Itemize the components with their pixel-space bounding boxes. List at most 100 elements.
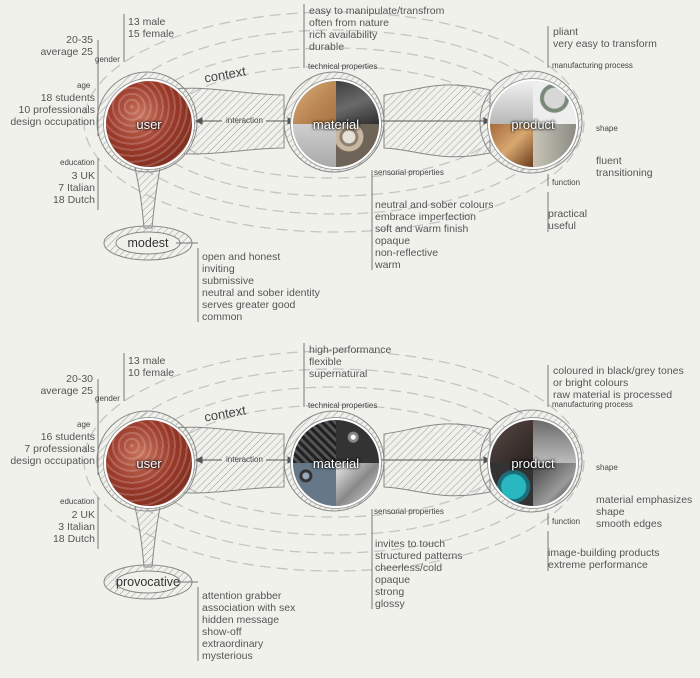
shape-item: transitioning: [596, 167, 653, 179]
material-tile-1: [293, 420, 336, 463]
sensorial-item: cheerless/cold: [375, 562, 443, 574]
technical-item: flexible: [309, 356, 342, 368]
age-occupation-item: 18 students: [40, 92, 95, 104]
age-stats-item: 20-35: [66, 34, 93, 46]
age-occupation-item: 16 students: [40, 431, 95, 443]
sensorial-item: soft and warm finish: [375, 223, 469, 235]
product-tile-2: [533, 81, 576, 124]
technical-item: supernatural: [309, 368, 368, 380]
technical-label: technical properties: [308, 401, 378, 410]
persona-traits-item: mysterious: [202, 650, 253, 662]
material-tile-3: [293, 463, 336, 506]
interaction-label: interaction: [226, 455, 263, 464]
technical-label: technical properties: [308, 62, 378, 71]
education-item: 3 Italian: [58, 521, 95, 533]
sensorial-item: structured patterns: [375, 550, 463, 562]
persona-traits-item: extraordinary: [202, 638, 264, 650]
sensorial-label: sensorial properties: [374, 168, 444, 177]
material-tile-2: [336, 81, 379, 124]
persona-traits-item: hidden message: [202, 614, 280, 626]
product-tile-4: [533, 124, 576, 167]
material-photo: material: [291, 418, 381, 508]
material-photo: material: [291, 79, 381, 169]
user-photo: user: [104, 79, 194, 169]
education-item: 2 UK: [71, 509, 95, 521]
age-occupation-item: 10 professionals: [18, 104, 95, 116]
sensorial-item: non-reflective: [375, 247, 439, 259]
product-photo: product: [488, 418, 578, 508]
manufacturing-item: raw material is processed: [553, 389, 673, 401]
function-item: useful: [548, 220, 577, 232]
leader-lines: [97, 343, 549, 661]
shape-item: material emphasizes: [596, 494, 693, 506]
education-item: 3 UK: [71, 170, 95, 182]
manufacturing-item: pliant: [553, 26, 579, 38]
sensorial-item: neutral and sober colours: [375, 199, 494, 211]
gender-label: gender: [95, 55, 120, 64]
sensorial-item: opaque: [375, 235, 411, 247]
shape-item: shape: [596, 506, 625, 518]
gender-item: 15 female: [128, 28, 175, 40]
persona-traits-item: attention grabber: [202, 590, 282, 602]
gender-item: 13 male: [128, 355, 166, 367]
age-occupation-item: 7 professionals: [24, 443, 95, 455]
product-tile-4: [533, 463, 576, 506]
technical-item: durable: [309, 41, 345, 53]
education-item: 18 Dutch: [52, 533, 95, 545]
shape-item: fluent: [596, 155, 622, 167]
function-item: extreme performance: [548, 559, 648, 571]
persona-traits-item: association with sex: [202, 602, 296, 614]
persona-traits-item: inviting: [202, 263, 235, 275]
function-label: function: [552, 178, 581, 187]
product-tile-3: [490, 463, 533, 506]
manufacturing-item: or bright colours: [553, 377, 629, 389]
material-tile-4: [336, 124, 379, 167]
sensorial-item: opaque: [375, 574, 411, 586]
persona-name: provocative: [116, 575, 180, 589]
user-photo: user: [104, 418, 194, 508]
product-label: product: [511, 456, 555, 471]
material-tile-2: [336, 420, 379, 463]
manufacturing-item: coloured in black/grey tones: [553, 365, 684, 377]
gender-item: 10 female: [128, 367, 175, 379]
age-stats-item: 20-30: [66, 373, 93, 385]
sensorial-item: glossy: [375, 598, 405, 610]
sensorial-item: invites to touch: [375, 538, 446, 550]
age-stats-item: average 25: [40, 385, 93, 397]
education-item: 18 Dutch: [52, 194, 95, 206]
sensorial-label: sensorial properties: [374, 507, 444, 516]
technical-item: rich availability: [309, 29, 378, 41]
product-tile-2: [533, 420, 576, 463]
technical-item: high-performance: [309, 344, 392, 356]
product-photo: product: [488, 79, 578, 169]
education-item: 7 Italian: [58, 182, 95, 194]
education-label: education: [60, 158, 95, 167]
gender-item: 13 male: [128, 16, 166, 28]
interaction-label: interaction: [226, 116, 263, 125]
shape-label: shape: [596, 124, 618, 133]
product-label: product: [511, 117, 555, 132]
technical-item: easy to manipulate/transfrom: [309, 5, 445, 17]
manufacturing-item: very easy to transform: [553, 38, 657, 50]
age-stats-item: average 25: [40, 46, 93, 58]
product-tile-1: [490, 81, 533, 124]
function-item: practical: [548, 208, 588, 220]
material-label: material: [312, 117, 360, 132]
persona-traits-item: submissive: [202, 275, 254, 287]
product-tile-3: [490, 124, 533, 167]
